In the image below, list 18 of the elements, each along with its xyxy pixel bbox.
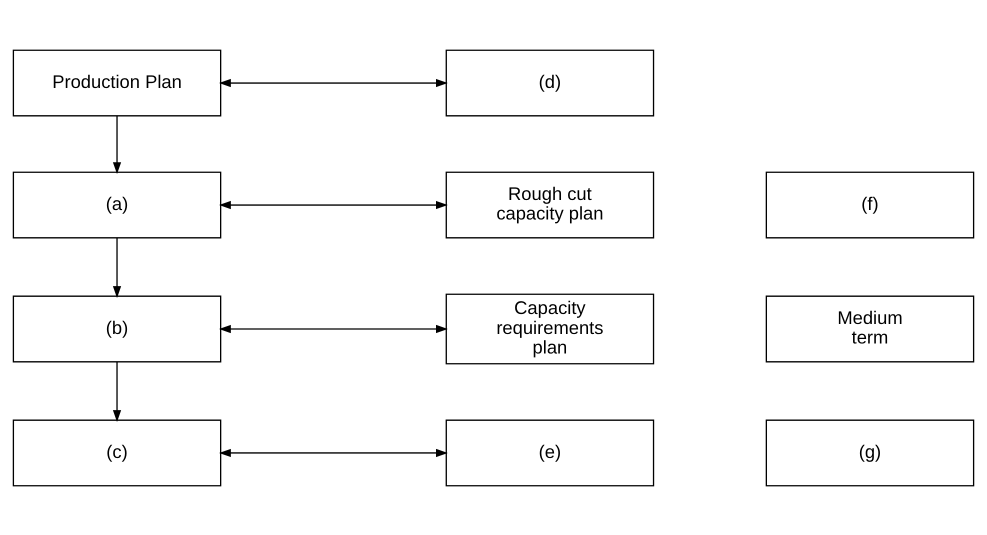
node-box: Medium term [766, 295, 974, 362]
arrow [112, 116, 122, 174]
node-box: (g) [766, 419, 974, 486]
arrow [219, 448, 448, 457]
node-box: (c) [12, 419, 222, 486]
arrow [219, 324, 448, 333]
node-box: (a) [12, 171, 222, 238]
node-box: (e) [446, 419, 654, 486]
arrow [112, 362, 122, 422]
node-box: (d) [446, 49, 654, 116]
node-box: (b) [12, 295, 222, 362]
node-box: Capacity requirements plan [446, 293, 654, 364]
arrow [112, 238, 122, 298]
node-box: Production Plan [12, 49, 222, 116]
node-box: Rough cut capacity plan [446, 171, 654, 238]
arrow [219, 78, 448, 87]
arrow [219, 200, 448, 209]
node-box: (f) [766, 171, 974, 238]
